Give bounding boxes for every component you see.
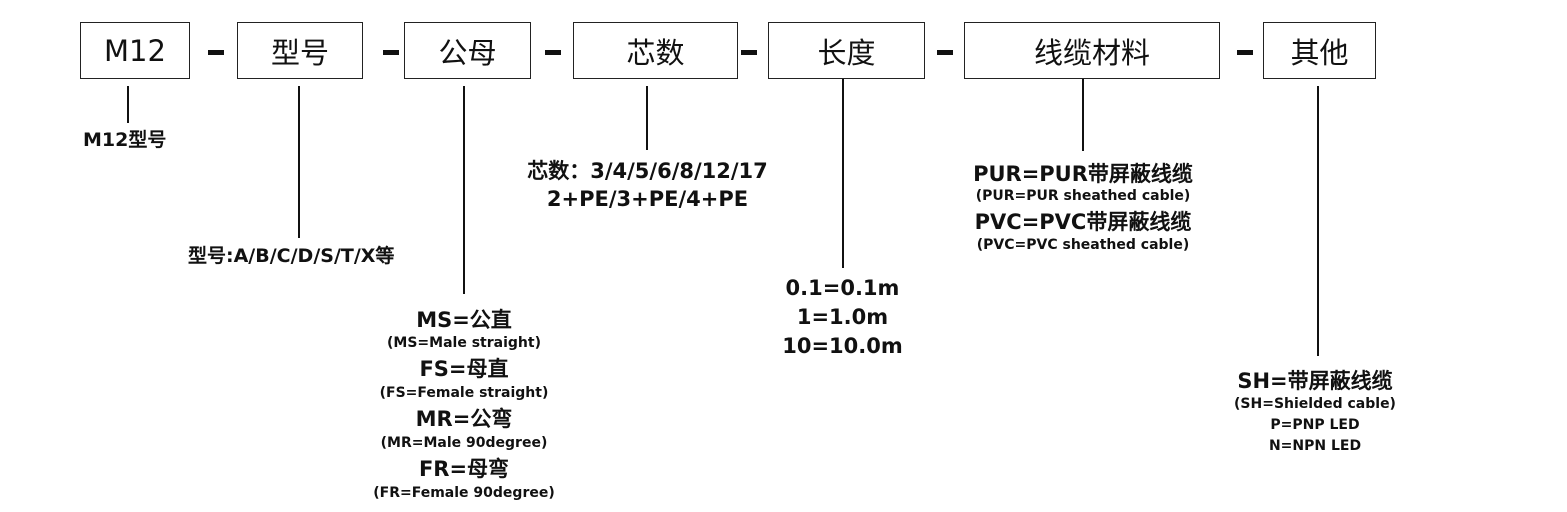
cable-pur-english: (PUR=PUR sheathed cable): [975, 188, 1191, 204]
gender-mr-code: MR=公弯: [415, 407, 513, 431]
other-pnp: P=PNP LED: [1270, 417, 1360, 433]
gender-fr-code: FR=母弯: [418, 457, 510, 481]
box-m12: M12: [80, 22, 190, 79]
cable-pvc-english: (PVC=PVC sheathed cable): [976, 237, 1190, 253]
cable-pvc-code: PVC=PVC带屏蔽线缆: [974, 210, 1192, 234]
cable-pur-code: PUR=PUR带屏蔽线缆: [973, 162, 1193, 186]
m12-description: M12型号: [83, 129, 167, 151]
length-option: 1=1.0m: [796, 305, 889, 329]
separator-dash: [1237, 50, 1253, 55]
cores-description-line1: 芯数：3/4/5/6/8/12/17: [527, 159, 768, 183]
gender-ms-code: MS=公直: [416, 308, 512, 332]
box-other: 其他: [1263, 22, 1376, 79]
box-model: 型号: [237, 22, 363, 79]
separator-dash: [741, 50, 757, 55]
box-gender: 公母: [404, 22, 531, 79]
other-sh-english: (SH=Shielded cable): [1234, 396, 1396, 412]
cores-description-line2: 2+PE/3+PE/4+PE: [546, 187, 749, 211]
connector-line-gender: [463, 86, 465, 294]
connector-line-length: [842, 79, 844, 268]
box-cores: 芯数: [573, 22, 738, 79]
model-description: 型号:A/B/C/D/S/T/X等: [188, 245, 395, 267]
connector-line-cores: [646, 86, 648, 150]
other-npn: N=NPN LED: [1268, 438, 1362, 454]
gender-fs-code: FS=母直: [419, 357, 509, 381]
gender-ms-english: (MS=Male straight): [387, 335, 541, 351]
gender-mr-english: (MR=Male 90degree): [380, 435, 548, 451]
separator-dash: [383, 50, 399, 55]
separator-dash: [208, 50, 224, 55]
connector-line-other: [1317, 86, 1319, 356]
connector-line-model: [298, 86, 300, 238]
gender-fs-english: (FS=Female straight): [379, 385, 549, 401]
separator-dash: [937, 50, 953, 55]
other-sh-code: SH=带屏蔽线缆: [1237, 369, 1393, 393]
length-option: 10=10.0m: [782, 334, 903, 358]
separator-dash: [545, 50, 561, 55]
connector-line-m12: [127, 86, 129, 123]
box-length: 长度: [768, 22, 925, 79]
gender-fr-english: (FR=Female 90degree): [373, 485, 555, 501]
connector-line-cable: [1082, 79, 1084, 151]
length-option: 0.1=0.1m: [785, 276, 900, 300]
box-cable-material: 线缆材料: [964, 22, 1220, 79]
